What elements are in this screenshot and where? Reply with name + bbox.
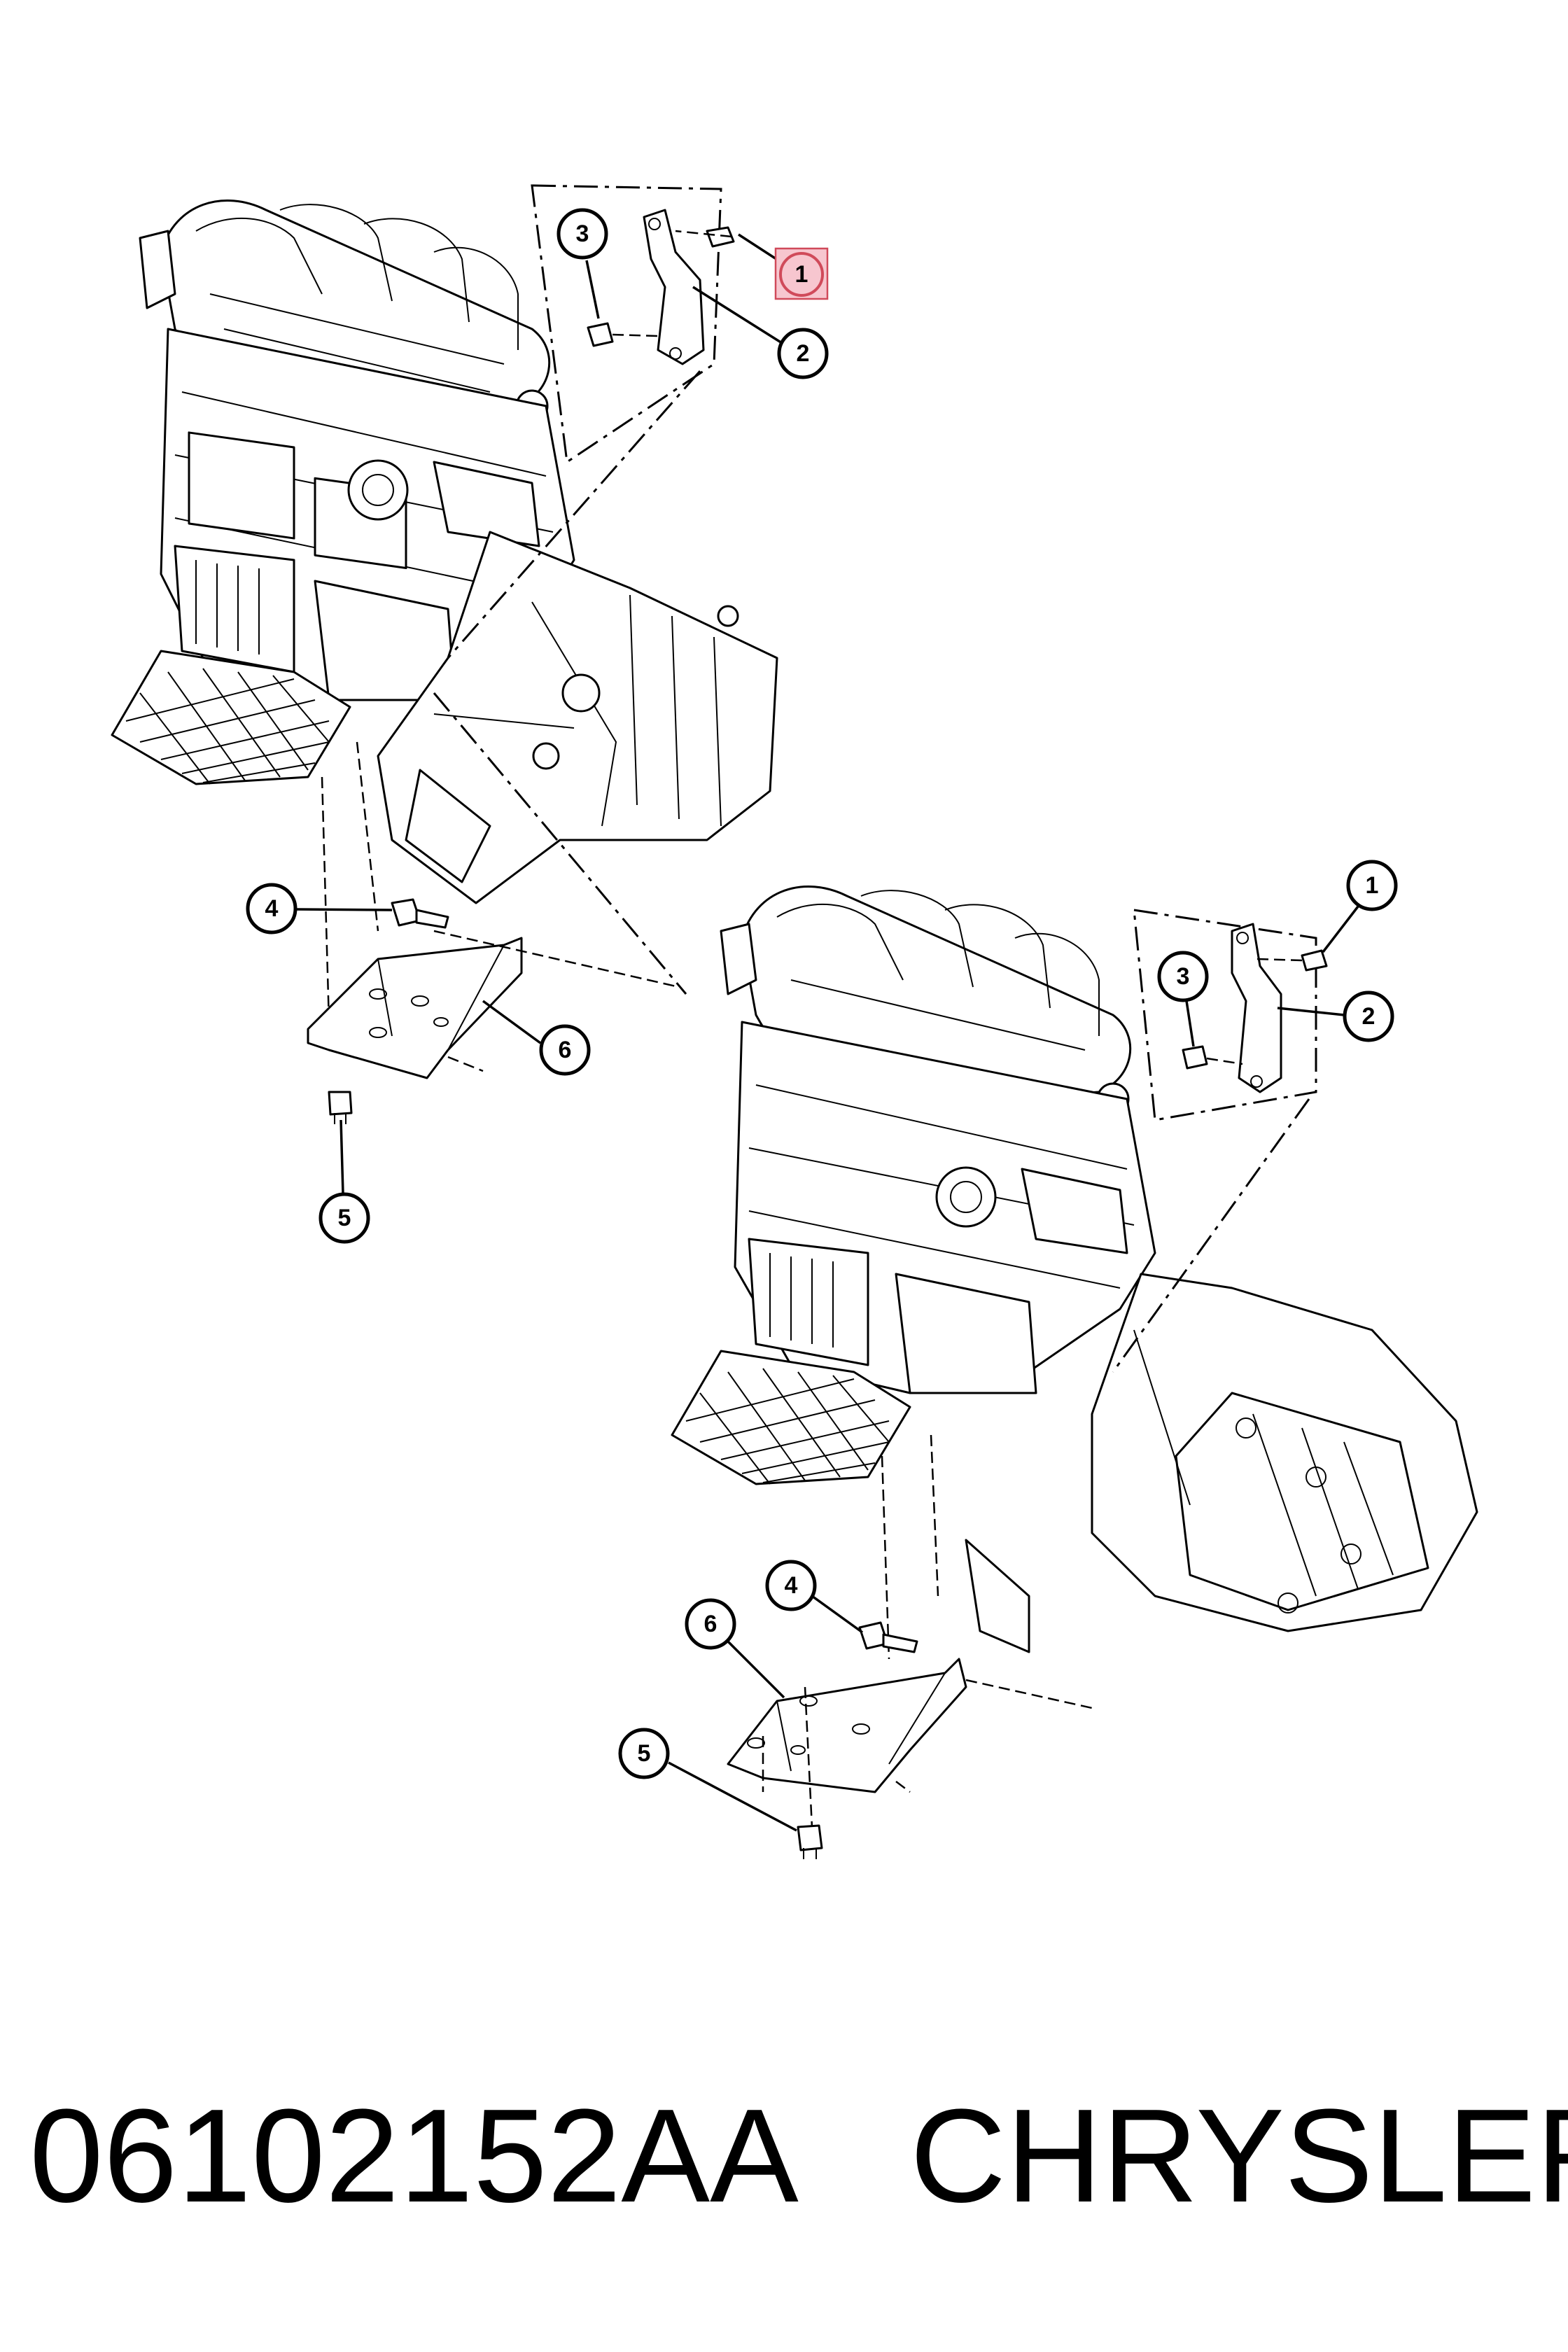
lower-phantom-line-a	[1112, 1098, 1310, 1373]
lower-bracket-assembly	[1133, 909, 1328, 1121]
upper-engine-assembly: 1 2 3 4 5	[111, 184, 829, 1244]
callout-upper-2[interactable]: 2	[777, 328, 829, 379]
lower-phantom-line-e	[965, 1679, 1093, 1709]
upper-callouts: 1 2 3 4 5	[246, 208, 829, 1244]
svg-text:3: 3	[576, 220, 589, 247]
svg-text:4: 4	[785, 1572, 798, 1599]
callout-lower-2[interactable]: 2	[1343, 990, 1394, 1042]
upper-bolt-part-4	[391, 898, 449, 929]
svg-text:5: 5	[638, 1740, 651, 1767]
lower-mesh-shield	[671, 1350, 911, 1485]
upper-phantom-line-c	[321, 776, 330, 1023]
part-number-label: 06102152AA	[29, 2082, 799, 2230]
callout-lower-1[interactable]: 1	[1346, 860, 1398, 911]
lower-bolt-part-5	[797, 1824, 823, 1859]
upper-mesh-shield	[111, 650, 351, 785]
svg-text:5: 5	[338, 1205, 351, 1231]
upper-bracket-part-2	[643, 209, 705, 365]
lower-callouts: 1 2 3 4 5	[618, 860, 1398, 1832]
upper-bolt-part-3	[587, 322, 614, 347]
callout-lower-6[interactable]: 6	[685, 1598, 736, 1650]
svg-text:3: 3	[1177, 963, 1190, 990]
callout-upper-3[interactable]: 3	[556, 208, 608, 260]
callout-lower-5[interactable]: 5	[618, 1728, 670, 1779]
lower-transaxle	[965, 1273, 1478, 1653]
lower-engine-assembly: 1 2 3 4 5	[618, 860, 1478, 1859]
lower-phantom-line-c	[881, 1455, 890, 1660]
svg-text:4: 4	[265, 895, 279, 922]
lower-plate-part-6	[727, 1658, 967, 1828]
lower-phantom-line-d	[930, 1434, 939, 1597]
callout-upper-6[interactable]: 6	[539, 1024, 591, 1076]
callout-upper-4[interactable]: 4	[246, 883, 298, 934]
svg-text:6: 6	[704, 1611, 718, 1637]
callout-lower-4[interactable]: 4	[765, 1560, 817, 1611]
callout-lower-3[interactable]: 3	[1157, 951, 1209, 1002]
upper-plate-part-6	[307, 930, 680, 1079]
lower-engine-block	[734, 1021, 1156, 1394]
svg-text:2: 2	[1362, 1003, 1376, 1030]
lower-bolt-part-3	[1182, 1045, 1208, 1070]
brand-label: CHRYSLER	[910, 2082, 1568, 2230]
upper-bracket-assembly	[531, 184, 735, 464]
callout-upper-1[interactable]: 1	[779, 252, 824, 297]
upper-phantom-line-a	[447, 370, 701, 659]
svg-text:1: 1	[795, 261, 808, 288]
lower-bolt-part-4	[858, 1621, 918, 1653]
upper-bolt-part-5	[328, 1091, 353, 1124]
upper-bolt-part-1	[706, 226, 735, 248]
lower-bracket-part-2	[1231, 923, 1282, 1093]
svg-text:1: 1	[1366, 872, 1379, 899]
svg-text:6: 6	[559, 1037, 572, 1063]
lower-bolt-part-1	[1301, 949, 1328, 972]
upper-phantom-line-b	[433, 692, 687, 995]
svg-text:2: 2	[797, 340, 810, 367]
callout-upper-5[interactable]: 5	[318, 1192, 370, 1244]
upper-phantom-line-d	[356, 741, 379, 932]
